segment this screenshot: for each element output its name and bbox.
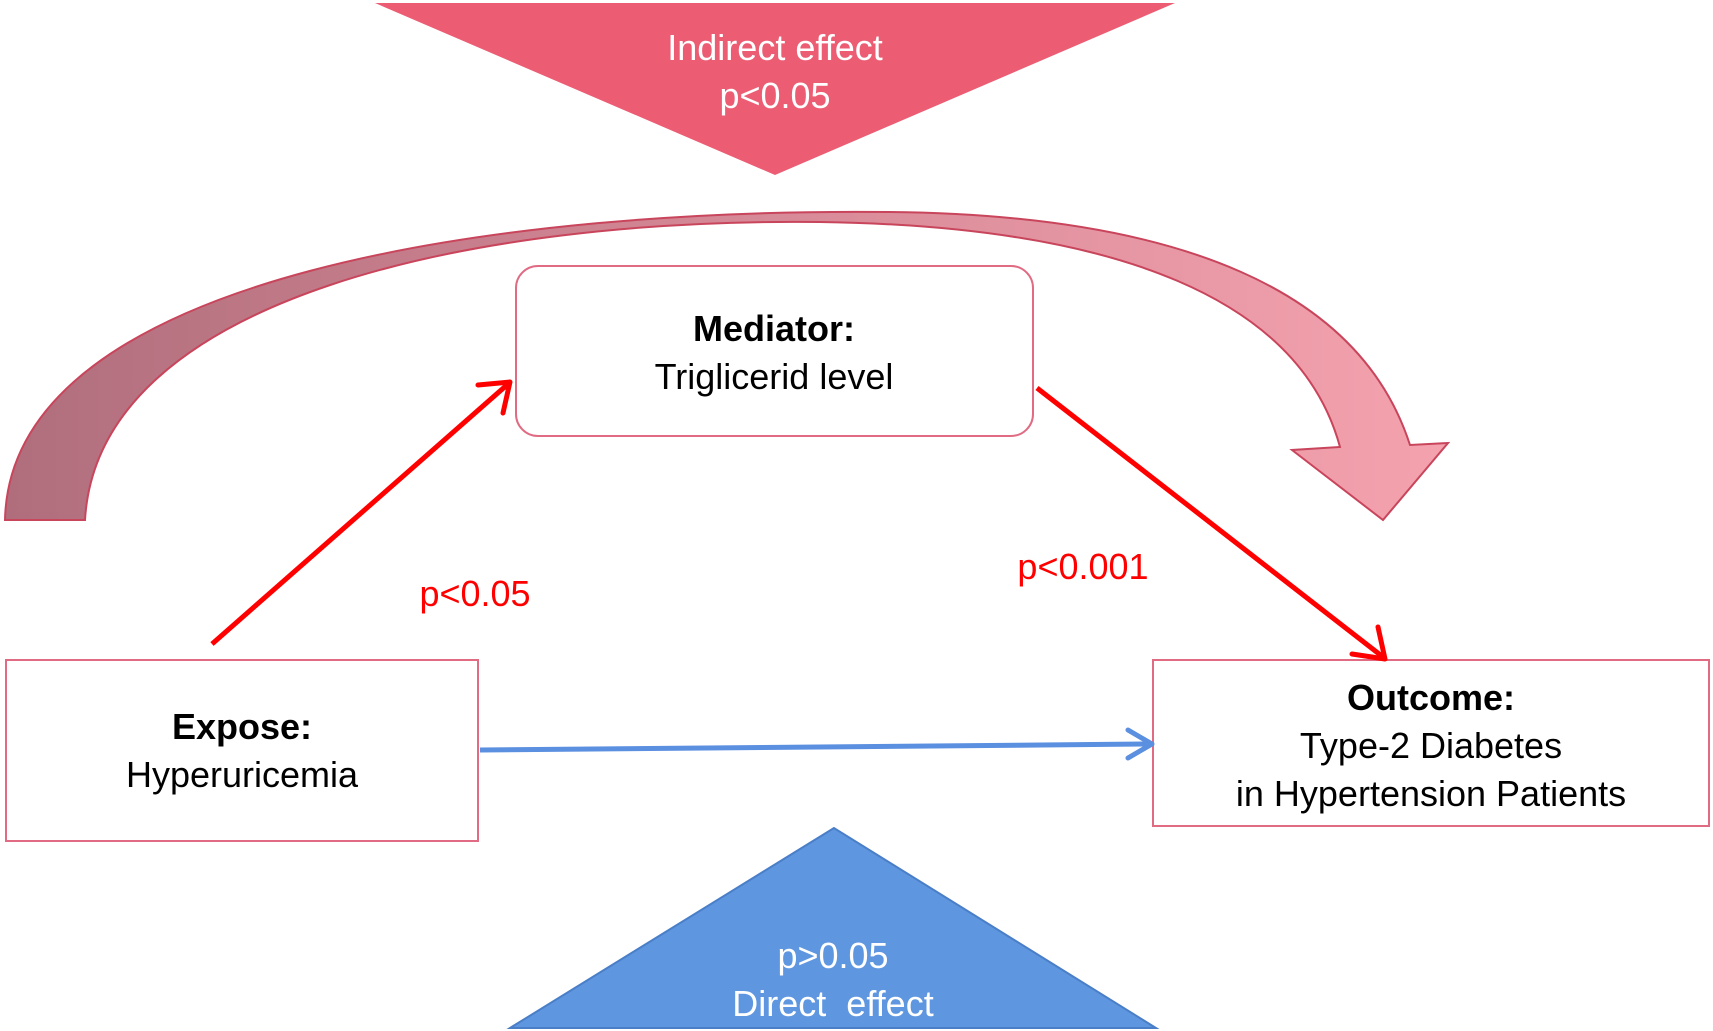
- outcome-node: Outcome: Type-2 Diabetes in Hypertension…: [1152, 659, 1710, 827]
- mediator-box: [515, 265, 1034, 437]
- mediator-to-outcome-arrow: [1035, 386, 1388, 662]
- direct-effect-banner: p>0.05 Direct effect: [506, 826, 1160, 1029]
- exposure-box: [5, 659, 479, 842]
- indirect-effect-triangle: [375, 3, 1175, 175]
- exposure-title: Expose:: [172, 706, 312, 747]
- indirect-effect-p-value: p<0.05: [719, 75, 830, 116]
- exposure-name: Hyperuricemia: [126, 754, 359, 795]
- exposure-to-mediator-arrow: [210, 379, 513, 646]
- exposure-node: Expose: Hyperuricemia: [5, 659, 479, 842]
- outcome-line-1: Type-2 Diabetes: [1300, 725, 1562, 766]
- mediator-title: Mediator:: [693, 308, 855, 349]
- outcome-title: Outcome:: [1347, 677, 1515, 718]
- indirect-effect-label: Indirect effect: [667, 27, 882, 68]
- mediator-node: Mediator: Triglicerid level: [515, 265, 1034, 437]
- indirect-effect-banner: Indirect effect p<0.05: [375, 3, 1175, 175]
- direct-arrow: [479, 727, 1155, 761]
- direct-effect-triangle: [506, 826, 1160, 1029]
- direct-effect-p-value: p>0.05: [777, 935, 888, 976]
- indirect-curved-arrow: [3, 210, 1451, 522]
- curved-arrow-shape: [3, 210, 1451, 522]
- direct-effect-label: Direct effect: [732, 983, 933, 1024]
- mediator-name: Triglicerid level: [655, 356, 894, 397]
- mediator-to-outcome-p-value: p<0.001: [1017, 546, 1148, 587]
- outcome-line-2: in Hypertension Patients: [1236, 773, 1626, 814]
- exposure-to-mediator-p-value: p<0.05: [419, 573, 530, 614]
